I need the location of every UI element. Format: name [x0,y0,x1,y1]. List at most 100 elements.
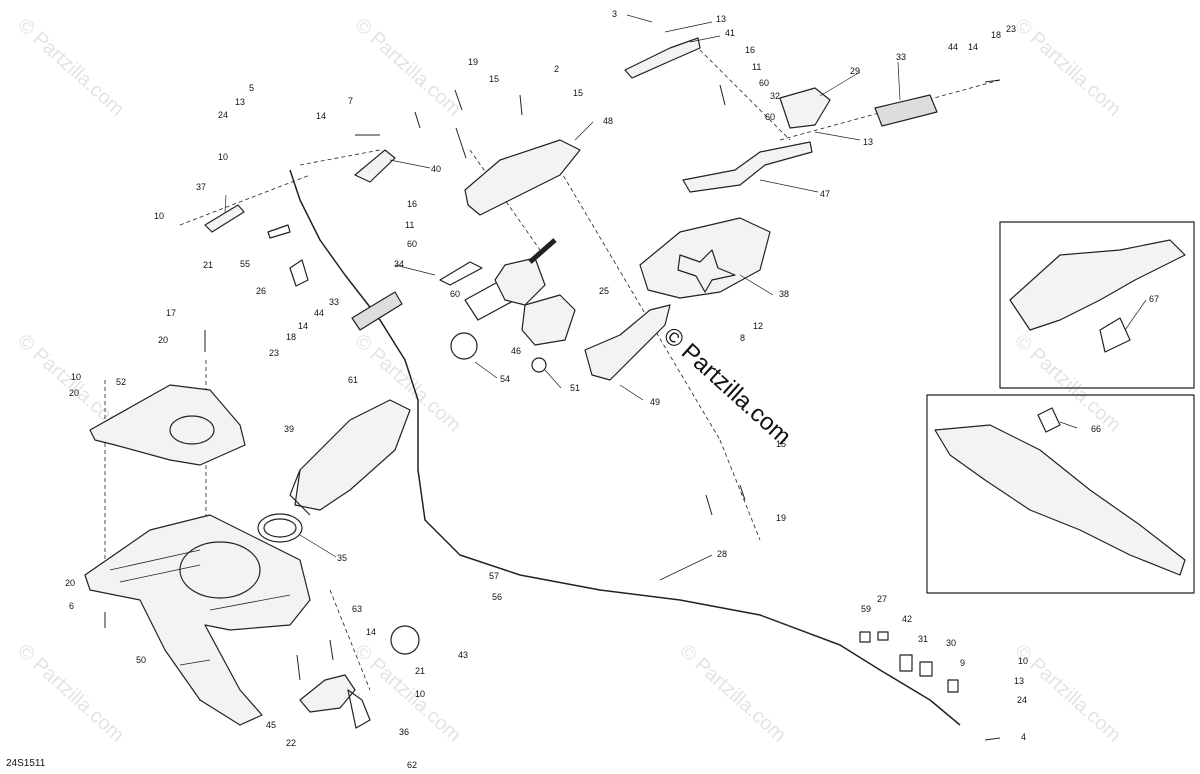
callout-label: 56 [492,592,502,602]
part-43-seal [390,625,420,655]
callout-label: 28 [717,549,727,559]
callout-label: 29 [850,66,860,76]
part-41-bracket [624,37,701,79]
callout-label: 33 [329,297,339,307]
part-38-guard [639,217,771,299]
callout-label: 44 [948,42,958,52]
part-30 [947,679,959,693]
callout-label: 34 [394,259,404,269]
callout-label: 36 [399,727,409,737]
callout-label: 49 [650,397,660,407]
callout-label: 21 [203,260,213,270]
callout-label: 6 [69,601,74,611]
callout-label: 35 [337,553,347,563]
callout-label: 59 [861,604,871,614]
part-50-support [84,514,311,726]
callout-label: 14 [298,321,308,331]
callout-label: 20 [158,335,168,345]
callout-label: 8 [740,333,745,343]
callout-label: 50 [136,655,146,665]
part-59 [859,631,871,643]
callout-label: 13 [1014,676,1024,686]
callout-label: 7 [348,96,353,106]
part-33-grip-right [874,94,938,127]
callout-label: 32 [770,91,780,101]
callout-label: 3 [612,9,617,19]
callout-label: 60 [759,78,769,88]
callout-label: 42 [902,614,912,624]
inset-frame-lower [926,394,1195,594]
callout-label: 52 [116,377,126,387]
callout-label: 66 [1091,424,1101,434]
part-31 [919,661,933,677]
part-49-bracket [584,304,671,381]
callout-label: 20 [69,388,79,398]
part-47-handlebar [682,141,813,193]
part-55 [267,224,291,239]
callout-label: 20 [65,578,75,588]
callout-label: 62 [407,760,417,770]
callout-label: 38 [779,289,789,299]
callout-label: 16 [407,199,417,209]
callout-label: 14 [366,627,376,637]
part-33-grip-left [351,291,403,331]
leader-lines [179,14,1147,666]
part-51-roller [531,357,547,373]
callout-label: 37 [196,182,206,192]
callout-label: 26 [256,286,266,296]
callout-label: 21 [415,666,425,676]
callout-label: 10 [1018,656,1028,666]
callout-label: 27 [877,594,887,604]
callout-label: 30 [946,638,956,648]
callout-label: 23 [269,348,279,358]
callout-label: 10 [415,689,425,699]
callout-label: 10 [71,372,81,382]
callout-label: 23 [1006,24,1016,34]
callout-label: 19 [468,57,478,67]
callout-label: 15 [573,88,583,98]
callout-label: 17 [166,308,176,318]
reference-code: 24S1511 [6,758,46,769]
callout-label: 18 [286,332,296,342]
callout-label: 45 [266,720,276,730]
callout-label: 11 [752,62,761,72]
callout-label: 24 [218,110,228,120]
part-25-block [521,294,576,346]
callout-label: 60 [407,239,417,249]
part-42 [899,654,913,672]
callout-label: 41 [725,28,735,38]
callout-label: 60 [765,112,775,122]
inset-upper-art [1009,239,1186,331]
callout-label: 9 [960,658,965,668]
callout-label: 22 [286,738,296,748]
callout-label: 57 [489,571,499,581]
callout-label: 14 [968,42,978,52]
callout-label: 16 [745,45,755,55]
callout-label: 43 [458,650,468,660]
callout-label: 13 [235,97,245,107]
part-67 [1099,317,1131,353]
callout-label: 11 [405,220,414,230]
part-39-housing [294,399,411,511]
callout-label: 44 [314,308,324,318]
part-48-cover [464,139,581,216]
callout-label: 2 [554,64,559,74]
part-66 [1037,407,1061,433]
callout-label: 13 [716,14,726,24]
callout-label: 60 [450,289,460,299]
callout-label: 25 [599,286,609,296]
part-50-hole [179,541,261,599]
inset-frame-upper [999,221,1195,389]
part-40 [354,149,396,183]
part-35-ring [257,513,303,543]
callout-label: 39 [284,424,294,434]
callout-label: 13 [863,137,873,147]
callout-label: 47 [820,189,830,199]
part-54-bushing [450,332,478,360]
part-26 [289,259,309,287]
callout-label: 48 [603,116,613,126]
callout-label: 15 [776,439,786,449]
part-29-block [779,87,831,129]
